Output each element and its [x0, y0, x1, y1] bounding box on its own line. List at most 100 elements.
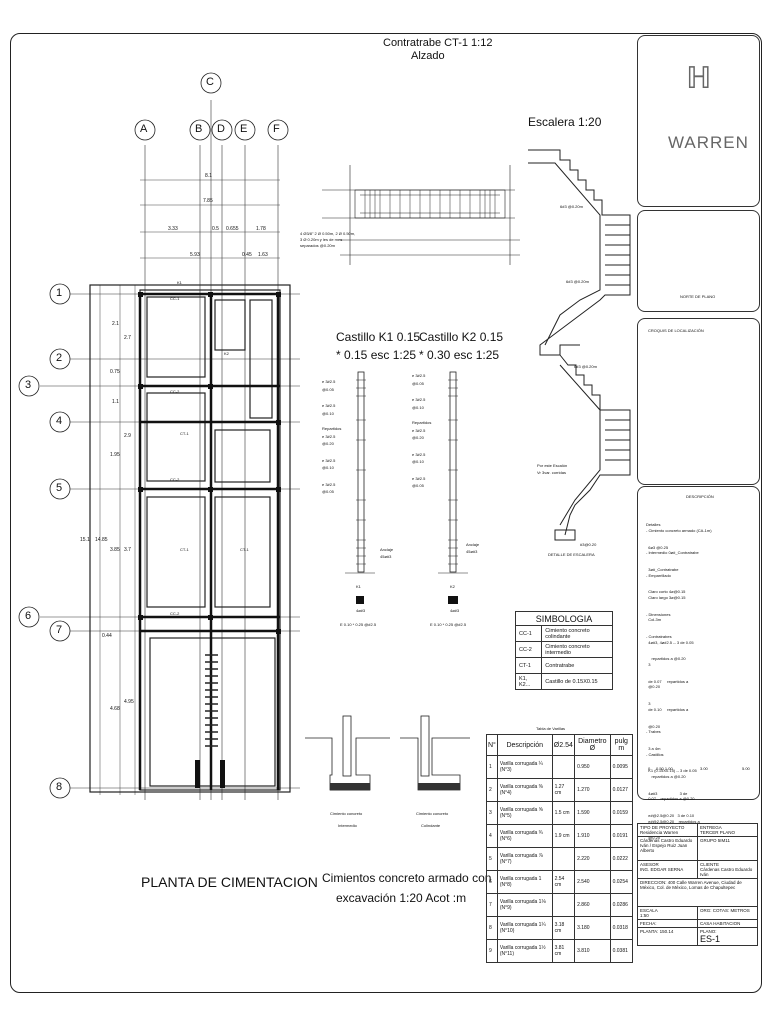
dim-left-8: 3.7	[124, 547, 131, 553]
k2-estribo: E 0.10 * 0.25 @#2.5	[430, 622, 467, 627]
axis-label-8: 8	[56, 781, 63, 793]
scale-label-0: 0	[648, 766, 651, 771]
dim-left-6: 1.95	[110, 452, 120, 458]
dim-left-13: 14.85	[95, 537, 108, 543]
axis-label-E: E	[240, 123, 248, 135]
escalera-note-5: Vr 3var. corridas	[537, 470, 566, 475]
k2-anclaje-val: 45ø#3	[466, 549, 478, 554]
dim-top-6: 1.78	[256, 226, 266, 232]
dim-left-1: 2.1	[112, 321, 119, 327]
dim-left-7: 3.85	[110, 547, 120, 553]
simbologia-title: SIMBOLOGIA	[515, 611, 613, 626]
contratrabe-note-1: 4 Ø3/8" 2 Ø 0.50m, 2 Ø 0.50m,	[300, 231, 356, 236]
castillo-k2-title: Castillo K2 0.15	[419, 330, 504, 344]
drawing-sheet	[10, 33, 762, 993]
dim-top-1: 8.1	[205, 173, 212, 179]
plan-label-cc1: CC-1	[170, 296, 180, 301]
plan-label-ct1: CT-1	[180, 431, 189, 436]
cimiento-intermedio-caption-2: Intermedio	[338, 823, 357, 828]
scale-label-2: 3.00	[700, 766, 708, 771]
cimiento-colindante-caption-1: Cimiento concreto	[416, 811, 449, 816]
dim-top-5: 0.655	[226, 226, 239, 232]
tb-direccion: DIRECCION: 400 Calle Warren Avenue, Ciud…	[637, 878, 758, 907]
k2-anclaje: Anclaje	[466, 542, 480, 547]
escalera-caption: DETALLE DE ESCALERA	[548, 552, 595, 557]
croquis-label: CROQUIS DE LOCALIZACIÓN	[648, 328, 704, 333]
axis-label-D: D	[217, 123, 225, 135]
axis-label-1: 1	[56, 287, 63, 299]
dim-left-11: 4.95	[124, 699, 134, 705]
north-label: NORTE DE PLANO	[680, 294, 716, 299]
plan-title: PLANTA DE CIMENTACION	[141, 874, 318, 890]
contratrabe-note-2: 3 Ø 0.20m y les de mes	[300, 237, 343, 242]
logo-mark-icon: ℍ	[686, 62, 712, 95]
axis-label-6: 6	[25, 610, 32, 622]
axis-label-B: B	[195, 123, 203, 135]
brand-name: WARREN	[668, 133, 749, 152]
varillas-caption: Tabla de Varillas	[536, 726, 566, 731]
escalera-note-1: 6#3 @0.20m	[560, 204, 583, 209]
simbologia-row: K1, K2...Castillo de 0.15X0.15	[514, 673, 613, 690]
k1-anclaje: Anclaje	[380, 547, 394, 552]
axis-label-2: 2	[56, 352, 63, 364]
scale-label-3: 5.00	[742, 766, 750, 771]
cimientos-title-2: excavación 1:20 Acot :m	[336, 891, 467, 905]
castillo-k2-subtitle: * 0.30 esc 1:25	[419, 348, 500, 362]
description-title: DESCRIPCIÓN	[686, 494, 714, 499]
tb-alumnos: Cárdenas Castro Eduardo Iván / Espejo Ru…	[637, 836, 698, 861]
dim-left-12: 15.1	[80, 537, 90, 543]
plan-label-cc2b: CC-2	[170, 477, 180, 482]
axis-label-A: A	[140, 123, 148, 135]
k2-section: 4ø#3	[450, 608, 460, 613]
k1-estribo: E 0.10 * 0.25 @#2.5	[340, 622, 377, 627]
cimiento-colindante-caption-2: Colindante	[421, 823, 441, 828]
dim-top-3: 3.33	[168, 226, 178, 232]
plan-label-cc2: CC-2	[170, 389, 180, 394]
plan-label-cc2c: CC-2	[170, 611, 180, 616]
scale-label-1: 0.50 1.00	[656, 766, 673, 771]
plan-label-ct1c: CT-1	[240, 547, 249, 552]
contratrabe-title: Contratrabe CT-1 1:12	[383, 37, 493, 49]
croquis-panel: CROQUIS DE LOCALIZACIÓN	[637, 318, 760, 485]
dim-left-10: 4.68	[110, 706, 120, 712]
k2-label: K2	[450, 584, 455, 589]
contratrabe-subtitle: Alzado	[411, 50, 445, 62]
contratrabe-note-3: separados @0.20m	[300, 243, 335, 248]
dim-top-4: 0.5	[212, 226, 219, 232]
logo-panel: ℍ WARREN	[637, 35, 760, 207]
north-panel: NORTE DE PLANO	[637, 210, 760, 312]
axis-label-F: F	[273, 123, 280, 135]
k1-anclaje-val: 45ø#3	[380, 554, 392, 559]
axis-label-5: 5	[56, 482, 63, 494]
description-list: Detalles- Cimiento concreto armado (CA-1…	[646, 522, 712, 841]
escalera-note-2: 6#3 @0.20m	[566, 279, 589, 284]
axis-label-4: 4	[56, 415, 63, 427]
plan-label-k2: K2	[224, 351, 229, 356]
cimiento-intermedio-caption-1: Cimiento concreto	[330, 811, 363, 816]
description-panel: DESCRIPCIÓN Detalles- Cimiento concreto …	[637, 486, 760, 840]
axis-label-3: 3	[25, 379, 32, 391]
axis-label-7: 7	[56, 624, 63, 636]
dim-top-9: 1.63	[258, 252, 268, 258]
escalera-base: #3@0.20	[580, 542, 597, 547]
k1-section: 4ø#3	[356, 608, 366, 613]
escalera-title: Escalera 1:20	[528, 115, 602, 129]
